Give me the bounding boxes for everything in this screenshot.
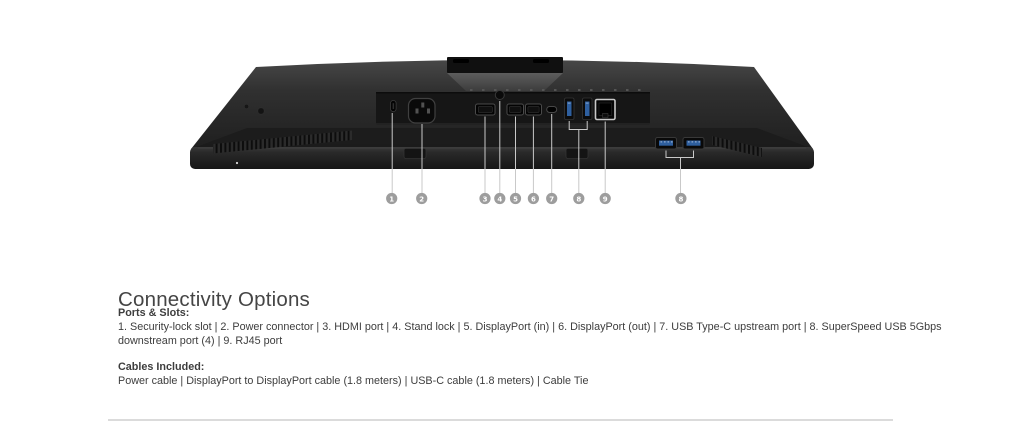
security-lock-slot — [390, 100, 397, 112]
displayport-in — [506, 103, 524, 116]
callout-badges: 1 2 3 4 5 — [386, 192, 687, 205]
callout-4: 4 — [494, 192, 506, 205]
svg-text:8: 8 — [576, 195, 581, 203]
displayport-out — [525, 103, 542, 116]
svg-text:1: 1 — [389, 195, 394, 203]
ports-slots-line-2: downstream port (4) | 9. RJ45 port — [118, 334, 283, 347]
hdmi-port — [475, 103, 496, 116]
cables-included-title: Cables Included: — [118, 361, 205, 373]
stand-lock — [494, 90, 505, 100]
power-led-dot — [235, 161, 239, 165]
callout-1: 1 — [386, 192, 398, 205]
port-recess-bottom-lip — [376, 123, 650, 125]
svg-text:5: 5 — [513, 195, 518, 203]
svg-text:9: 9 — [603, 195, 608, 203]
section-heading: Connectivity Options — [118, 287, 311, 311]
callout-9: 9 — [599, 192, 611, 205]
callout-8-left: 8 — [573, 192, 585, 205]
product-rear-figure: 1 2 3 4 5 — [190, 57, 814, 205]
svg-text:8: 8 — [678, 195, 683, 203]
cables-included-line: Power cable | DisplayPort to DisplayPort… — [118, 375, 589, 387]
usb-a-downstream-ports — [564, 97, 593, 120]
callout-2: 2 — [416, 192, 428, 205]
section-divider — [108, 419, 893, 421]
bottom-latch-center — [565, 148, 589, 159]
ports-slots-line-1: 1. Security-lock slot | 2. Power connect… — [118, 321, 942, 333]
usb-c-upstream-port — [546, 106, 558, 113]
rear-button-small — [244, 104, 249, 109]
rj45-port — [594, 98, 616, 121]
callout-3: 3 — [479, 192, 491, 205]
cables-included-text: Power cable | DisplayPort to DisplayPort… — [118, 375, 588, 389]
vent-grille-right — [712, 136, 762, 157]
power-connector-port — [407, 97, 436, 124]
ports-slots-title: Ports & Slots: — [118, 307, 190, 319]
svg-text:3: 3 — [483, 195, 488, 203]
vent-grille-left — [213, 130, 352, 154]
bottom-strip-highlight — [198, 147, 806, 149]
monitor-bottom-strip — [190, 147, 814, 169]
monitor-rear-illustration: 1 2 3 4 5 — [190, 57, 814, 205]
port-recess-top-edge — [376, 92, 650, 94]
svg-text:2: 2 — [419, 195, 424, 203]
usb-a-downstream-ports-right — [655, 137, 705, 150]
ports-slots-text: 1. Security-lock slot | 2. Power connect… — [118, 321, 942, 349]
svg-text:6: 6 — [531, 195, 536, 203]
callout-6: 6 — [527, 192, 540, 205]
svg-text:7: 7 — [549, 195, 554, 203]
callout-8-right: 8 — [675, 192, 687, 205]
callout-7: 7 — [546, 192, 558, 205]
rear-button-large — [257, 107, 265, 115]
callout-lines — [391, 101, 694, 193]
svg-text:4: 4 — [497, 195, 502, 203]
bottom-latch-left — [403, 148, 427, 159]
callout-5: 5 — [509, 192, 522, 205]
stand-mount-recess — [447, 57, 563, 91]
